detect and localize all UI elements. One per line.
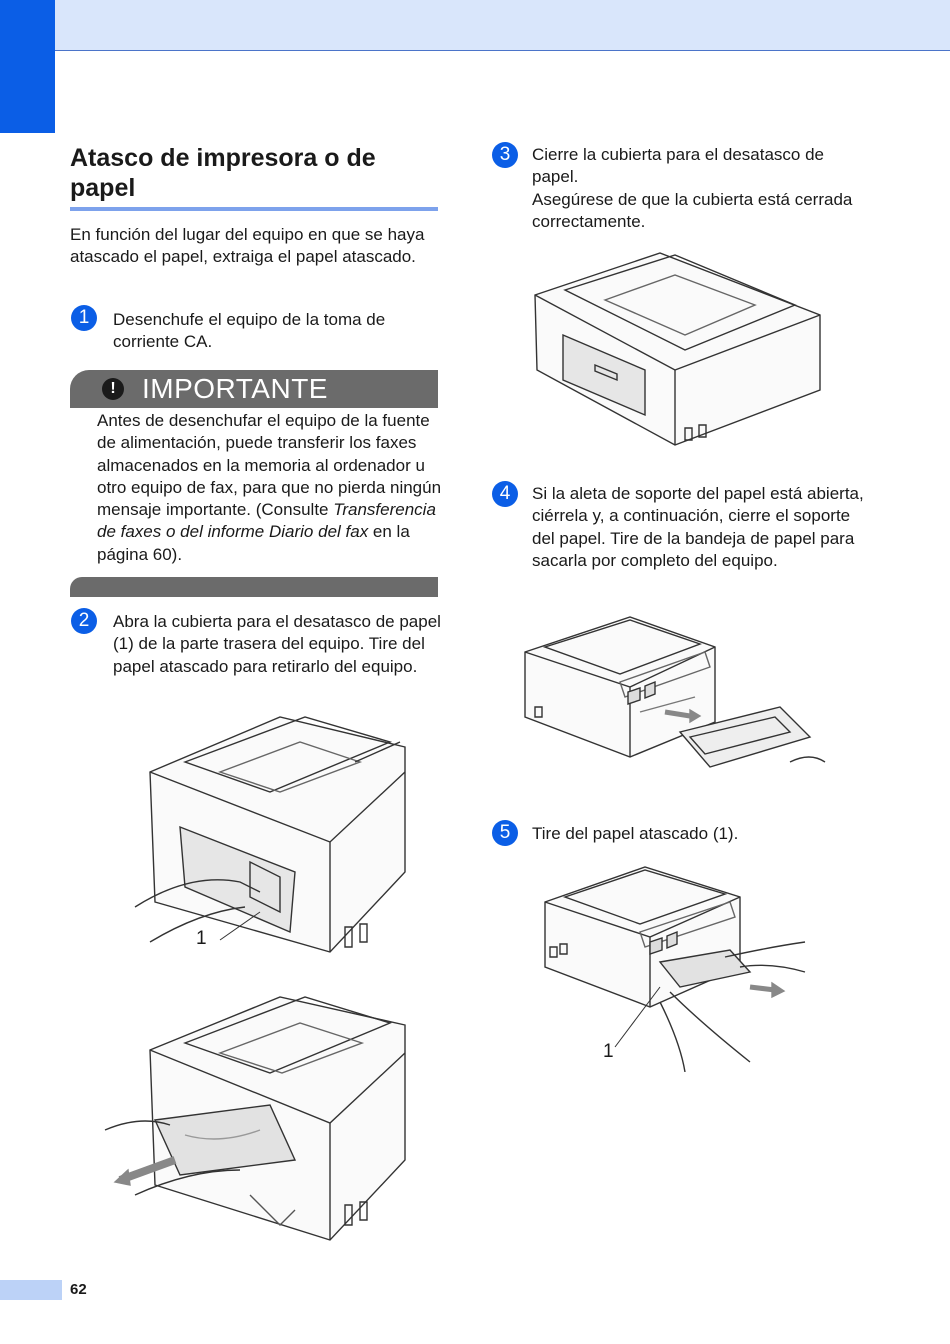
important-header: ! IMPORTANTE <box>70 370 438 408</box>
step-2-badge: 2 <box>71 608 97 634</box>
chapter-tab <box>0 0 55 133</box>
step-4-text: Si la aleta de soporte del papel está ab… <box>532 484 864 570</box>
important-title: IMPORTANTE <box>142 373 328 404</box>
rear-cover-open-illustration <box>130 712 410 962</box>
footer-bar <box>0 1280 62 1300</box>
remove-jammed-paper-front-illustration <box>540 862 810 1072</box>
intro-paragraph: En función del lugar del equipo en que s… <box>70 225 425 267</box>
step-5-text: Tire del papel atascado (1). <box>532 824 739 843</box>
important-footer <box>70 577 438 597</box>
page-title: Atasco de impresora o de papel <box>70 144 376 202</box>
step-3-text: Cierre la cubierta para el desatasco de … <box>532 144 862 233</box>
step-2-text: Abra la cubierta para el desatasco de pa… <box>113 612 441 676</box>
important-text-before: Antes de desenchufar el equipo de la fue… <box>97 411 442 520</box>
warning-icon: ! <box>102 378 124 400</box>
step-3-line-2: Asegúrese de que la cubierta está cerrad… <box>532 189 853 231</box>
important-text-after: en la página 60). <box>97 522 410 564</box>
rear-cover-closed-illustration <box>525 250 825 450</box>
step-5-badge: 5 <box>492 820 518 846</box>
step-1-badge: 1 <box>71 305 97 331</box>
important-text: Antes de desenchufar el equipo de la fue… <box>97 410 442 566</box>
important-link-text: Transferencia de faxes o del informe Dia… <box>97 500 436 542</box>
step-3-line-1: Cierre la cubierta para el desatasco de … <box>532 145 824 187</box>
step-1-text: Desenchufe el equipo de la toma de corri… <box>113 310 386 352</box>
pull-paper-tray-illustration <box>520 612 830 792</box>
page-number: 62 <box>70 1281 87 1298</box>
page-header-band <box>0 0 950 51</box>
title-rule <box>70 207 438 211</box>
step-3-badge: 3 <box>492 142 518 168</box>
figure-label-jammed-paper: 1 <box>603 1041 614 1062</box>
remove-jammed-paper-rear-illustration <box>100 995 410 1245</box>
figure-label-cover: 1 <box>196 928 207 949</box>
step-4-badge: 4 <box>492 481 518 507</box>
